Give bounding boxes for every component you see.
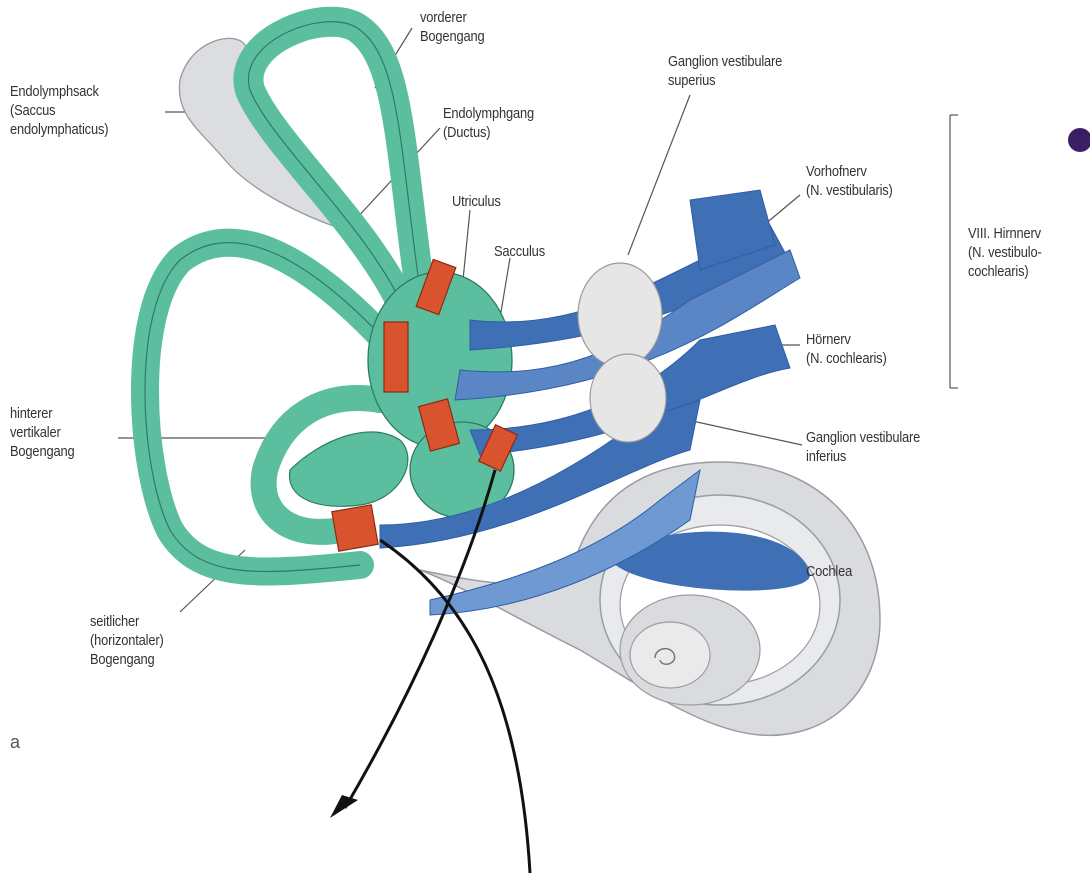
label-hoernerv: Hörnerv (N. cochlearis) [806, 330, 887, 368]
text-line: (Ductus) [443, 123, 534, 142]
text-line: Cochlea [806, 562, 852, 581]
label-sacculus: Sacculus [494, 242, 545, 261]
text-line: vorderer [420, 8, 484, 27]
label-ganglion-superius: Ganglion vestibulare superius [668, 52, 782, 90]
text-line: (Saccus [10, 101, 108, 120]
text-line: Ganglion vestibulare [668, 52, 782, 71]
text-line: VIII. Hirnnerv [968, 224, 1042, 243]
text-line: Endolymphsack [10, 82, 108, 101]
label-cochlea: Cochlea [806, 562, 852, 581]
text-line: (N. vestibulo- [968, 243, 1042, 262]
text-line: Endolymphgang [443, 104, 534, 123]
label-hirnnerv: VIII. Hirnnerv (N. vestibulo- cochlearis… [968, 224, 1042, 281]
text-line: Bogengang [10, 442, 74, 461]
panel-letter: a [10, 732, 20, 753]
text-line: endolymphaticus) [10, 120, 108, 139]
text-line: superius [668, 71, 782, 90]
label-vorhofnerv: Vorhofnerv (N. vestibularis) [806, 162, 893, 200]
text-line: (N. vestibularis) [806, 181, 893, 200]
text-line: Ganglion vestibulare [806, 428, 920, 447]
text-line: Hörnerv [806, 330, 887, 349]
bullet-dot-icon [1068, 128, 1090, 152]
label-seitlicher-bogengang: seitlicher (horizontaler) Bogengang [90, 612, 164, 669]
text-line: Bogengang [420, 27, 484, 46]
label-utriculus: Utriculus [452, 192, 501, 211]
label-endolymphgang: Endolymphgang (Ductus) [443, 104, 534, 142]
label-ganglion-inferius: Ganglion vestibulare inferius [806, 428, 920, 466]
text-line: (N. cochlearis) [806, 349, 887, 368]
text-line: Sacculus [494, 242, 545, 261]
text-line: inferius [806, 447, 920, 466]
label-hinterer-bogengang: hinterer vertikaler Bogengang [10, 404, 74, 461]
text-line: Bogengang [90, 650, 164, 669]
label-vorderer-bogengang: vorderer Bogengang [420, 8, 484, 46]
text-line: seitlicher [90, 612, 164, 631]
text-line: hinterer [10, 404, 74, 423]
text-line: vertikaler [10, 423, 74, 442]
text-line: cochlearis) [968, 262, 1042, 281]
arrowhead-icon [330, 795, 358, 818]
text-line: (horizontaler) [90, 631, 164, 650]
label-endolymphsack: Endolymphsack (Saccus endolymphaticus) [10, 82, 108, 139]
text-line: Vorhofnerv [806, 162, 893, 181]
text-line: Utriculus [452, 192, 501, 211]
